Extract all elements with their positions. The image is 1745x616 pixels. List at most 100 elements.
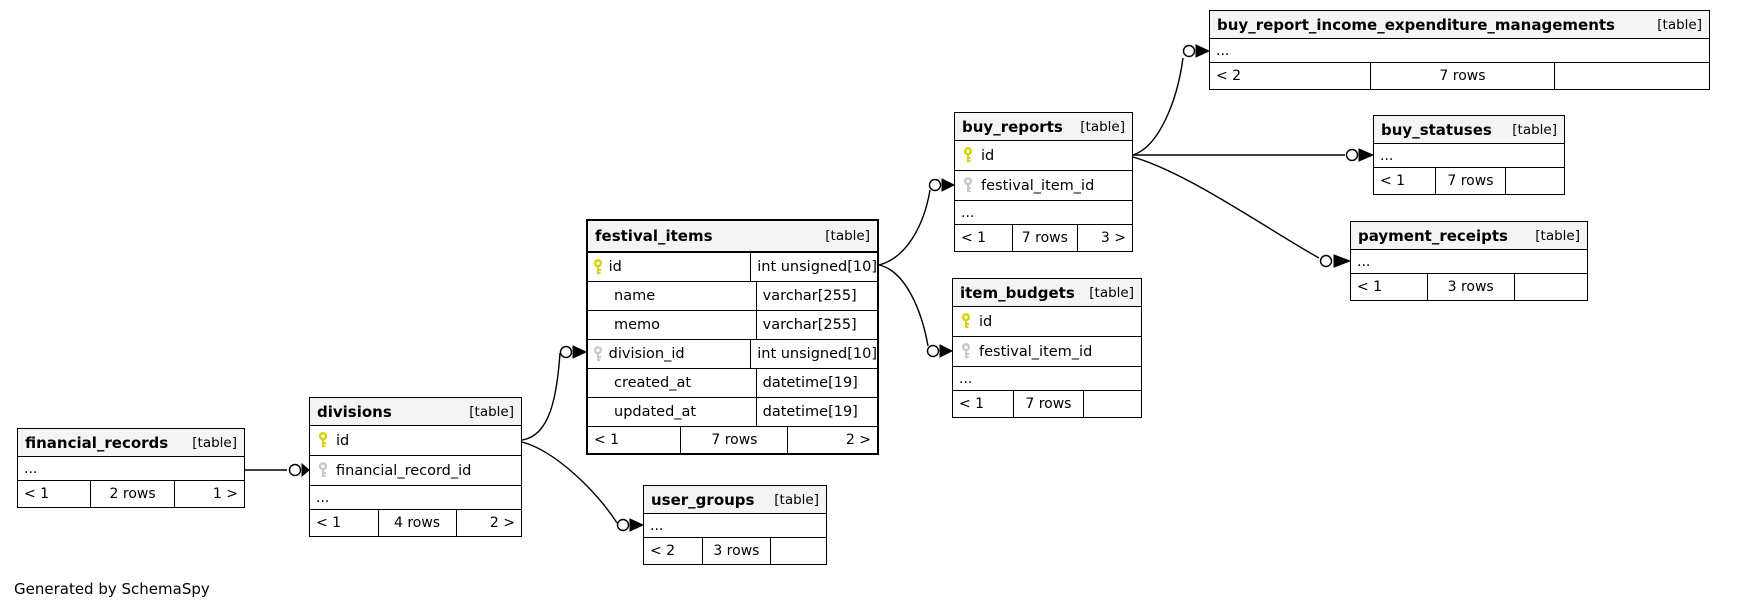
table-tag: [table] [774,491,819,508]
table-financial_records: financial_records [table] ... < 1 2 rows… [17,428,245,508]
elided-columns-text: ... [959,370,973,387]
table-name[interactable]: payment_receipts [1358,226,1508,245]
related-left-indicator: < 2 [650,543,676,559]
column-name: festival_item_id [979,343,1093,360]
related-left-indicator: < 1 [316,515,342,531]
table-header: user_groups [table] [644,486,826,514]
column-name: festival_item_id [981,177,1095,194]
table-header: buy_reports [table] [955,113,1132,141]
elided-columns-row: ... [644,514,826,538]
table-payment_receipts: payment_receipts [table] ... < 1 3 rows [1350,221,1588,301]
column-name: memo [614,317,661,333]
table-user_groups: user_groups [table] ... < 2 3 rows [643,485,827,565]
elided-columns-row: ... [953,367,1141,391]
table-header: payment_receipts [table] [1351,222,1587,250]
column-name: financial_record_id [336,462,472,479]
column-type: int unsigned[10] [750,340,877,368]
table-name[interactable]: divisions [317,402,392,421]
table-footer: < 1 7 rows 2 > [588,427,877,453]
primary-key-icon [310,432,336,449]
row-count: 7 rows [1434,168,1505,194]
relationship-item_budgets-festival_items [878,264,954,358]
table-tag: [table] [1535,227,1580,244]
row-count: 3 rows [1426,274,1514,300]
column-row-festival_item_id: festival_item_id [955,171,1132,201]
table-footer: < 1 4 rows 2 > [310,510,521,536]
table-header: financial_records [table] [18,429,244,457]
table-buy_statuses: buy_statuses [table] ... < 1 7 rows [1373,115,1565,195]
table-name[interactable]: buy_report_income_expenditure_management… [1217,15,1615,34]
relationship-payment_receipts-buy_reports [1132,156,1352,268]
related-left-indicator: < 1 [594,432,620,448]
table-footer: < 1 7 rows [1374,168,1564,194]
table-name[interactable]: buy_statuses [1381,120,1492,139]
elided-columns-row: ... [1210,39,1709,63]
relationship-user_groups-divisions [521,441,645,532]
primary-key-icon [953,313,979,330]
related-right-indicator [1505,168,1564,194]
elided-columns-text: ... [650,517,664,534]
table-name[interactable]: user_groups [651,490,755,509]
table-header: festival_items [table] [588,221,877,253]
column-name: id [608,259,622,275]
elided-columns-text: ... [961,204,975,221]
column-row-id: id [953,307,1141,337]
table-tag: [table] [469,403,514,420]
foreign-key-icon [588,345,609,363]
foreign-key-icon [953,343,979,360]
elided-columns-text: ... [316,489,330,506]
column-row-updated_at: updated_at datetime[19] [588,398,877,427]
table-name[interactable]: financial_records [25,433,169,452]
column-type: datetime[19] [755,369,877,397]
elided-columns-text: ... [24,460,38,477]
table-tag: [table] [1089,284,1134,301]
related-left-indicator: < 1 [1357,279,1383,295]
table-header: buy_report_income_expenditure_management… [1210,11,1709,39]
relationship-festival_items-divisions [521,345,588,441]
column-type: int unsigned[10] [750,253,877,281]
table-tag: [table] [825,228,870,244]
generator-credit: Generated by SchemaSpy [14,580,210,598]
table-name[interactable]: buy_reports [962,117,1063,136]
related-right-indicator: 2 > [787,427,877,453]
table-footer: < 1 2 rows 1 > [18,481,244,507]
column-name: id [336,432,350,449]
table-divisions: divisions [table] id financial_record_id… [309,397,522,537]
elided-columns-row: ... [1374,144,1564,168]
table-footer: < 1 7 rows [953,391,1141,417]
row-count: 4 rows [377,510,456,536]
row-count: 2 rows [90,481,174,507]
column-row-id: id int unsigned[10] [588,253,877,282]
row-count: 7 rows [1013,391,1083,417]
table-tag: [table] [1657,16,1702,33]
table-header: divisions [table] [310,398,521,426]
elided-columns-row: ... [18,457,244,481]
table-name[interactable]: item_budgets [960,283,1075,302]
table-tag: [table] [1512,121,1557,138]
elided-columns-text: ... [1357,253,1371,270]
related-left-indicator: < 1 [24,486,50,502]
table-festival_items: festival_items [table] id int unsigned[1… [586,219,879,455]
column-name: name [614,288,656,304]
related-right-indicator [769,538,826,564]
table-footer: < 2 3 rows [644,538,826,564]
column-type: varchar[255] [755,311,877,339]
relationship-buy_report_income_expenditure_managements-buy_reports [1132,44,1211,156]
table-tag: [table] [1080,118,1125,135]
table-name[interactable]: festival_items [595,227,713,245]
primary-key-icon [955,147,981,164]
primary-key-icon [588,258,609,276]
elided-columns-row: ... [1351,250,1587,274]
relationship-buy_statuses-buy_reports [1133,148,1375,162]
foreign-key-icon [955,177,981,194]
column-row-name: name varchar[255] [588,282,877,311]
related-right-indicator [1554,63,1709,89]
table-tag: [table] [192,434,237,451]
related-right-indicator: 1 > [173,481,244,507]
relationship-buy_reports-festival_items [878,178,956,266]
elided-columns-text: ... [1380,147,1394,164]
elided-columns-row: ... [955,201,1132,225]
table-footer: < 1 7 rows 3 > [955,225,1132,251]
